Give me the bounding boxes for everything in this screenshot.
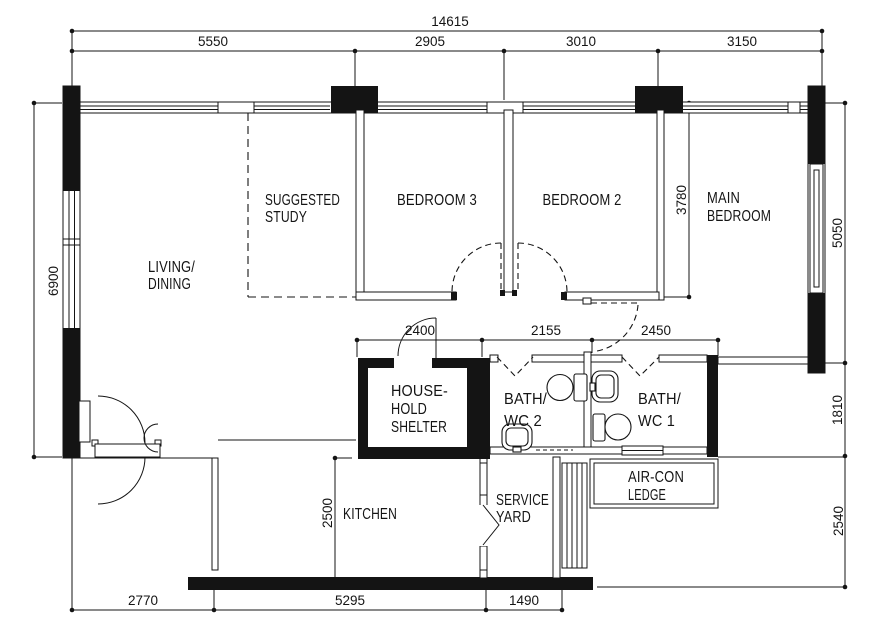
bedroom3-door-arc — [451, 242, 502, 293]
dim-bottom-3: 1490 — [509, 593, 539, 608]
door-jamb — [561, 292, 567, 300]
dim-bottom-1: 2770 — [128, 593, 158, 608]
window-left — [63, 191, 80, 328]
room-label-kitchen: KITCHEN — [343, 506, 397, 523]
dim-left-height: 6900 — [46, 266, 61, 296]
sink-tap-icon — [589, 382, 596, 392]
wall-bath2-north — [531, 354, 585, 363]
wall-bedroom2-south — [564, 291, 660, 301]
toilet-icon — [573, 373, 588, 402]
wall-main-bedroom-south — [717, 356, 809, 365]
dim-right-2: 1810 — [830, 395, 845, 425]
door-jamb — [451, 292, 457, 300]
room-label-household-shelter: HOLD — [391, 401, 427, 418]
drying-grille — [561, 462, 588, 569]
sink-tap-icon — [512, 446, 522, 453]
dim-corridor-1: 2400 — [405, 323, 435, 338]
sink-icon — [595, 374, 615, 399]
room-label-living-dining: DINING — [148, 276, 191, 293]
aircon-ledge-box — [589, 458, 719, 509]
room-label-service-yard: YARD — [496, 509, 531, 526]
entrance-door — [78, 395, 162, 505]
room-label-household-shelter: SHELTER — [391, 419, 447, 436]
dim-bottom-2: 5295 — [335, 593, 365, 608]
wall-bedroom3-bedroom2 — [503, 109, 514, 293]
wall-bath2-north — [489, 354, 499, 363]
wall-bedroom3-south — [355, 291, 457, 301]
bath2-door — [496, 356, 534, 377]
sink-icon — [505, 427, 529, 447]
dim-kitchen-depth: 2500 — [320, 498, 335, 528]
dim-top-1: 5550 — [198, 34, 228, 49]
wall-bath1-north — [589, 354, 623, 363]
dim-total-width: 14615 — [431, 14, 469, 29]
bath1-door — [621, 356, 660, 377]
wall-bath1-east — [707, 355, 718, 457]
room-label-bath-wc1: BATH/ — [638, 391, 681, 408]
room-label-main-bedroom: MAIN — [707, 190, 740, 207]
dimension-lines: 14615 5550 2905 3010 3150 6900 5050 1810… — [31, 14, 848, 613]
wall-kitchen-west — [211, 457, 219, 571]
wall-column — [331, 86, 378, 113]
wall-bottom — [188, 577, 593, 590]
wall-column — [63, 328, 80, 458]
toilet-icon — [546, 373, 574, 402]
dim-bedroom-depth: 3780 — [674, 185, 689, 215]
room-label-bedroom2: BEDROOM 2 — [543, 192, 622, 209]
room-label-bath-wc1: WC 1 — [638, 413, 675, 430]
toilet-icon — [592, 413, 606, 442]
service-yard-folding-door — [482, 504, 500, 546]
wall-column — [63, 86, 80, 191]
doors — [78, 113, 660, 505]
dim-top-2: 2905 — [415, 34, 445, 49]
toilet-icon — [604, 413, 632, 441]
room-label-aircon-ledge: AIR-CON — [628, 469, 684, 486]
wall-service-yard-east — [552, 456, 561, 579]
room-label-suggested-study: STUDY — [265, 209, 307, 226]
room-label-main-bedroom: BEDROOM — [707, 208, 771, 225]
dim-top-4: 3150 — [727, 34, 757, 49]
room-label-service-yard: SERVICE — [496, 492, 549, 509]
dim-top-3: 3010 — [566, 34, 596, 49]
wall-bath-divider — [583, 351, 592, 454]
wall-column — [808, 293, 825, 373]
bedroom2-door-arc — [517, 242, 568, 293]
shelter-door-arc — [397, 317, 437, 357]
window-right — [809, 163, 824, 294]
window-top — [80, 102, 808, 113]
wall-top — [62, 101, 826, 114]
room-label-bedroom3: BEDROOM 3 — [397, 192, 477, 209]
dim-right-1: 5050 — [830, 218, 845, 248]
wall-column — [635, 86, 683, 113]
dim-corridor-2: 2155 — [531, 323, 561, 338]
door-jamb — [500, 290, 505, 296]
wall-bath1-north — [658, 354, 708, 363]
exterior-walls — [62, 85, 826, 590]
household-shelter — [358, 317, 490, 459]
wall-bedroom2-main — [656, 109, 665, 301]
wall-study-bedroom3 — [355, 109, 365, 294]
room-labels: LIVING/ DINING SUGGESTED STUDY BEDROOM 3… — [148, 190, 771, 526]
room-label-living-dining: LIVING/ — [148, 259, 195, 276]
door-jamb — [582, 297, 592, 305]
bath2-fixtures — [501, 373, 588, 453]
interior-walls — [80, 109, 809, 579]
room-label-household-shelter: HOUSE- — [391, 383, 448, 400]
dim-corridor-3: 2450 — [641, 323, 671, 338]
bath1-fixtures — [589, 370, 632, 442]
service-yard-window — [479, 545, 488, 571]
dim-right-3: 2540 — [831, 506, 846, 536]
service-yard-window — [479, 462, 488, 496]
room-label-aircon-ledge: LEDGE — [628, 487, 666, 504]
room-label-suggested-study: SUGGESTED — [265, 192, 340, 209]
room-label-bath-wc2: BATH/ — [504, 391, 547, 408]
room-label-bath-wc2: WC 2 — [504, 413, 542, 430]
wall-column — [808, 86, 825, 164]
door-jamb — [512, 290, 517, 296]
main-bedroom-door-arc — [596, 304, 639, 352]
